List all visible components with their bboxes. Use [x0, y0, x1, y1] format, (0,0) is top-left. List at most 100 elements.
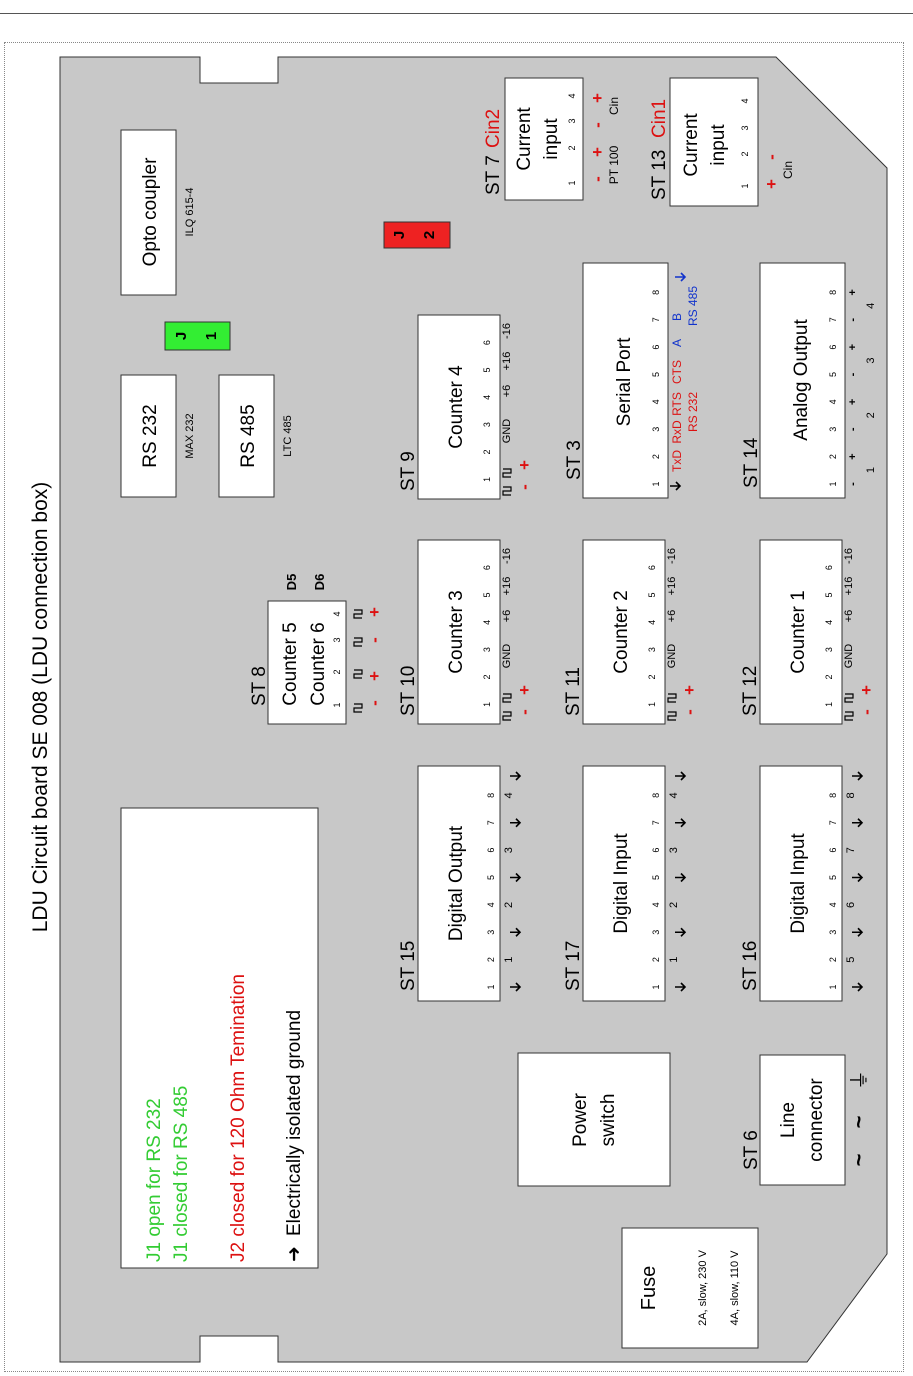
arrow-icon [852, 982, 864, 992]
st14-connector [759, 262, 846, 499]
jumper-j1 [164, 321, 231, 351]
st9-plus: + [515, 460, 534, 470]
st15-channel: 4 [503, 792, 515, 798]
st14-pin-number: 5 [828, 372, 838, 377]
st16-channel: 6 [845, 902, 857, 908]
st14-pin-number: 4 [828, 399, 838, 404]
st13-connector [669, 77, 759, 207]
st11-connector [582, 539, 666, 725]
st7-pt100: PT 100 [607, 145, 621, 184]
st7-name: ST 7 [483, 155, 504, 195]
fuse-box [621, 1227, 759, 1349]
st9-pin-number: 4 [482, 395, 492, 400]
st3-txd: TxD [670, 450, 684, 472]
st3-pin-number: 7 [651, 317, 661, 322]
st10-pin-number: 3 [482, 647, 492, 652]
st17-pin-number: 2 [651, 957, 661, 962]
st8-pin-number: 3 [332, 637, 342, 642]
st3-b: B [670, 313, 684, 321]
st8-pin-number: 2 [332, 669, 342, 674]
st8-d6: D6 [312, 574, 327, 591]
st13-label-1: Current [681, 113, 702, 177]
st12-plus: + [857, 685, 876, 695]
jumper-j2-number: 2 [421, 231, 438, 239]
st9-pin-number: 1 [482, 477, 492, 482]
st3-label: Serial Port [614, 337, 635, 426]
st15-channel: 3 [503, 847, 515, 853]
st13-pin-number: 2 [740, 151, 750, 156]
legend-j2-closed: J2 closed for 120 Ohm Temination [228, 974, 249, 1262]
st16-pin-number: 4 [828, 902, 838, 907]
st9-connector [417, 314, 501, 500]
st17-pin-number: 8 [651, 793, 661, 798]
st14-name: ST 14 [741, 437, 762, 488]
st13-minus: - [762, 154, 781, 160]
st16-label: Digital Input [788, 833, 809, 934]
st8-d5: D5 [284, 574, 299, 591]
st11-pin-number: 2 [647, 674, 657, 679]
st12-gnd: GND [843, 644, 855, 669]
st7-sign: + [588, 93, 607, 103]
st16-channel: 8 [845, 792, 857, 798]
pulse-icon [353, 609, 363, 619]
jumper-j1-number: 1 [203, 332, 220, 340]
st17-pin-number: 6 [651, 848, 661, 853]
st10-pin-number: 4 [482, 620, 492, 625]
st10-plus16: +16 [501, 577, 513, 596]
st7-cin: Cin2 [483, 109, 504, 148]
st17-connector [582, 765, 666, 1002]
st8-pin-number: 4 [332, 611, 342, 616]
opto-coupler-chip [120, 129, 177, 296]
st10-gnd: GND [501, 644, 513, 669]
st15-pin-number: 8 [486, 793, 496, 798]
power-switch-label-1: Power [570, 1092, 591, 1147]
st15-name: ST 15 [398, 941, 419, 991]
st15-label: Digital Output [446, 825, 467, 941]
st3-rts: RTS [670, 392, 684, 416]
st12-plus6: +6 [843, 610, 855, 623]
rs232-label: RS 232 [140, 404, 161, 467]
st17-pin-number: 5 [651, 875, 661, 880]
st13-name: ST 13 [649, 150, 670, 200]
st8-connector [267, 600, 347, 725]
st3-pin-number: 8 [651, 290, 661, 295]
opto-coupler-label: Opto coupler [140, 157, 161, 266]
st3-pin-number: 4 [651, 399, 661, 404]
arrow-icon [675, 982, 687, 992]
st8-sign: + [365, 671, 384, 681]
st7-pin-number: 1 [567, 180, 577, 185]
arrow-icon [510, 872, 522, 883]
st9-pin-number: 6 [482, 340, 492, 345]
st15-connector [417, 765, 501, 1002]
pulse-icon [353, 669, 363, 679]
st16-pin-number: 3 [828, 930, 838, 935]
st10-minus16: -16 [501, 548, 513, 564]
st14-sign: + [847, 289, 859, 295]
st13-cin: Cin1 [649, 99, 670, 138]
st15-pin-number: 1 [486, 984, 496, 989]
st14-sign: - [847, 318, 859, 322]
rs485-label: RS 485 [238, 404, 259, 467]
st9-pin-number: 2 [482, 449, 492, 454]
st11-minus16: -16 [666, 548, 678, 564]
st15-pin-number: 4 [486, 902, 496, 907]
pulse-icon [502, 693, 512, 703]
st7-label-2: input [541, 118, 562, 160]
page-frame [4, 42, 904, 1372]
st15-channel: 1 [503, 957, 515, 963]
st17-pin-number: 3 [651, 930, 661, 935]
st12-label: Counter 1 [788, 590, 809, 673]
st17-channel: 3 [668, 847, 680, 853]
st6-connector [759, 1054, 846, 1186]
st16-name: ST 16 [740, 941, 761, 991]
st12-connector [759, 539, 843, 725]
st15-pin-number: 7 [486, 820, 496, 825]
st9-gnd: GND [501, 419, 513, 444]
arrow-icon [510, 818, 522, 828]
st12-name: ST 12 [740, 666, 761, 716]
st3-pin-number: 1 [651, 481, 661, 486]
st9-name: ST 9 [398, 451, 419, 491]
st15-pin-number: 5 [486, 875, 496, 880]
st17-label: Digital Input [611, 833, 632, 934]
arrow-icon [852, 771, 864, 781]
